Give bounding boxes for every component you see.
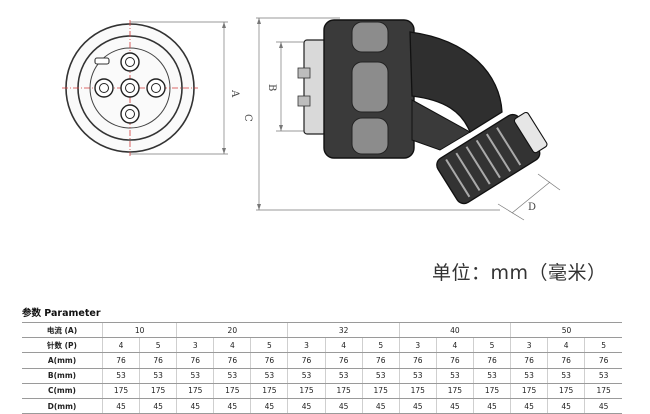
table-cell: 45 bbox=[510, 397, 548, 414]
table-cell: 45 bbox=[213, 397, 251, 414]
table-cell: 76 bbox=[287, 352, 326, 369]
table-cell: 53 bbox=[472, 367, 511, 384]
pins-cell: 4 bbox=[213, 337, 251, 354]
table-cell: 175 bbox=[213, 382, 251, 399]
pins-cell: 5 bbox=[584, 337, 622, 354]
pins-cell: 3 bbox=[398, 337, 437, 354]
table-cell: 53 bbox=[139, 367, 177, 384]
table-cell: 53 bbox=[287, 367, 326, 384]
table-cell: 45 bbox=[139, 397, 177, 414]
pins-cell: 5 bbox=[139, 337, 177, 354]
pins-cell: 5 bbox=[250, 337, 288, 354]
table-cell: 45 bbox=[584, 397, 622, 414]
table-cell: 76 bbox=[176, 352, 214, 369]
table-cell: 76 bbox=[472, 352, 511, 369]
table-cell: 175 bbox=[287, 382, 326, 399]
table-cell: 175 bbox=[398, 382, 437, 399]
pins-cell: 4 bbox=[324, 337, 363, 354]
dimension-d-label: D bbox=[528, 202, 536, 213]
table-cell: 76 bbox=[324, 352, 363, 369]
current-32: 32 bbox=[287, 321, 400, 339]
connector-drawing: A C B bbox=[62, 17, 561, 221]
table-cell: 175 bbox=[101, 382, 140, 399]
table-cell: 175 bbox=[510, 382, 548, 399]
table-cell: 45 bbox=[547, 397, 585, 414]
current-40: 40 bbox=[398, 321, 511, 339]
pins-cell: 5 bbox=[361, 337, 400, 354]
row-label: A(mm) bbox=[22, 352, 103, 369]
table-cell: 45 bbox=[176, 397, 214, 414]
table-cell: 53 bbox=[584, 367, 622, 384]
row-label: C(mm) bbox=[22, 382, 103, 399]
side-view: C B D bbox=[242, 17, 561, 221]
unit-note: 单位：mm（毫米） bbox=[432, 262, 607, 284]
table-cell: 76 bbox=[139, 352, 177, 369]
table-cell: 76 bbox=[101, 352, 140, 369]
table-cell: 175 bbox=[176, 382, 214, 399]
front-view: A bbox=[62, 20, 240, 156]
pins-label: 针数 (P) bbox=[22, 337, 103, 354]
table-cell: 76 bbox=[584, 352, 622, 369]
table-cell: 76 bbox=[510, 352, 548, 369]
pins-cell: 3 bbox=[510, 337, 548, 354]
table-cell: 76 bbox=[398, 352, 437, 369]
dimension-b-label: B bbox=[266, 84, 277, 91]
table-cell: 175 bbox=[584, 382, 622, 399]
table-cell: 45 bbox=[250, 397, 288, 414]
dimension-c-label: C bbox=[242, 114, 253, 122]
current-10: 10 bbox=[101, 321, 177, 339]
table-cell: 76 bbox=[435, 352, 474, 369]
table-cell: 53 bbox=[101, 367, 140, 384]
table-cell: 45 bbox=[361, 397, 400, 414]
table-cell: 175 bbox=[472, 382, 511, 399]
table-cell: 175 bbox=[435, 382, 474, 399]
current-label: 电流 (A) bbox=[22, 321, 103, 339]
current-20: 20 bbox=[176, 321, 288, 339]
table-cell: 76 bbox=[250, 352, 288, 369]
table-cell: 45 bbox=[472, 397, 511, 414]
pins-cell: 5 bbox=[472, 337, 511, 354]
pins-cell: 4 bbox=[101, 337, 140, 354]
current-row: 电流 (A) 10 20 32 40 50 bbox=[22, 321, 622, 339]
table-cell: 45 bbox=[398, 397, 437, 414]
table-cell: 53 bbox=[176, 367, 214, 384]
table-cell: 76 bbox=[361, 352, 400, 369]
dimension-a-label: A bbox=[229, 89, 240, 98]
pins-cell: 4 bbox=[547, 337, 585, 354]
pins-cell: 3 bbox=[287, 337, 326, 354]
table-cell: 53 bbox=[213, 367, 251, 384]
table-cell: 53 bbox=[435, 367, 474, 384]
table-cell: 53 bbox=[250, 367, 288, 384]
table-cell: 76 bbox=[547, 352, 585, 369]
table-cell: 175 bbox=[139, 382, 177, 399]
table-cell: 45 bbox=[435, 397, 474, 414]
table-cell: 53 bbox=[361, 367, 400, 384]
table-cell: 45 bbox=[324, 397, 363, 414]
parameter-title: 参数 Parameter bbox=[22, 308, 101, 319]
table-cell: 76 bbox=[213, 352, 251, 369]
pins-cell: 4 bbox=[435, 337, 474, 354]
row-label: D(mm) bbox=[22, 397, 103, 414]
table-cell: 53 bbox=[510, 367, 548, 384]
table-cell: 175 bbox=[250, 382, 288, 399]
table-cell: 53 bbox=[547, 367, 585, 384]
current-50: 50 bbox=[510, 321, 622, 339]
table-cell: 45 bbox=[287, 397, 326, 414]
table-cell: 53 bbox=[324, 367, 363, 384]
table-cell: 175 bbox=[324, 382, 363, 399]
table-cell: 175 bbox=[361, 382, 400, 399]
table-cell: 175 bbox=[547, 382, 585, 399]
pins-cell: 3 bbox=[176, 337, 214, 354]
table-cell: 53 bbox=[398, 367, 437, 384]
row-label: B(mm) bbox=[22, 367, 103, 384]
table-cell: 45 bbox=[101, 397, 140, 414]
